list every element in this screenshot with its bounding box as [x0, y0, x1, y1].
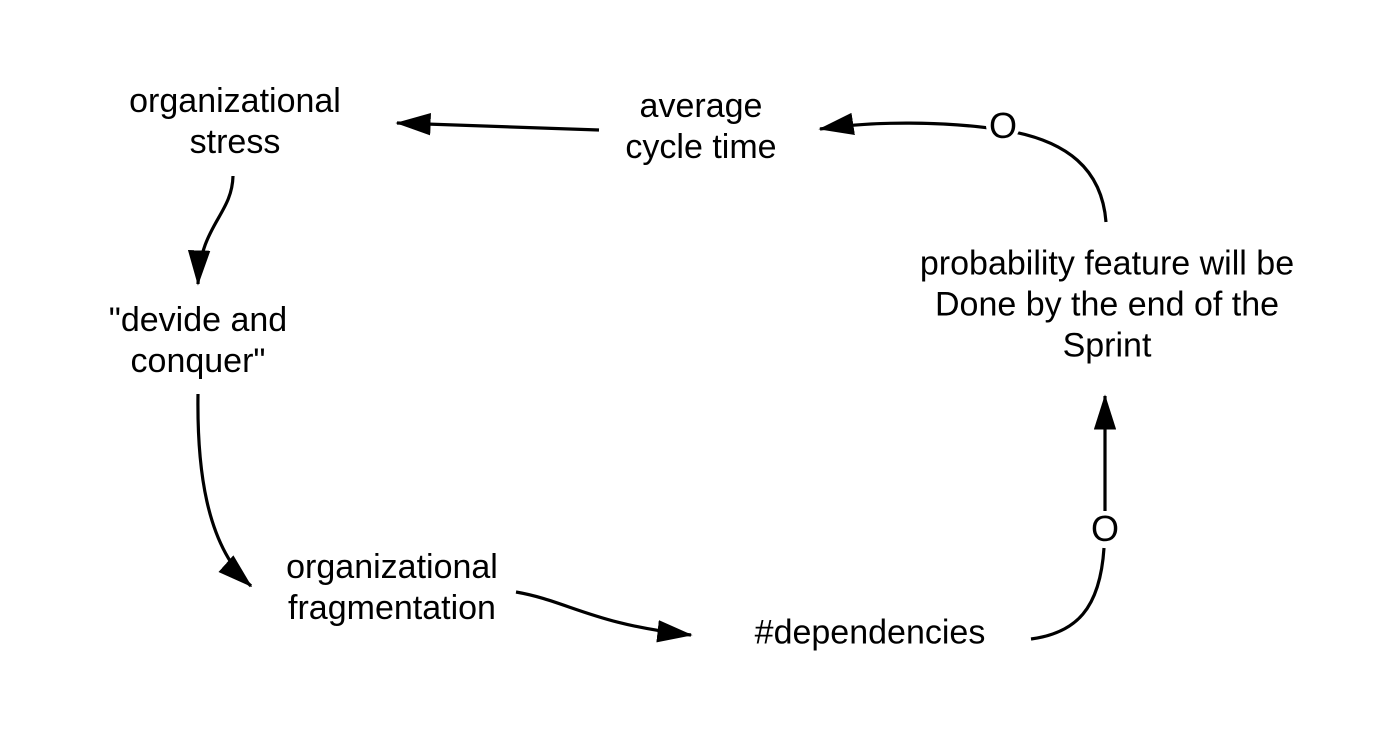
bottom-o-mask: [1088, 511, 1122, 545]
node-label-line: fragmentation: [288, 589, 496, 627]
top-o-mask: [986, 108, 1020, 142]
node-organizational-fragmentation: organizational fragmentation: [286, 547, 498, 629]
arrow-probability-done-to-average-cycle-time: [818, 112, 1108, 223]
node-organizational-stress: organizational stress: [129, 81, 341, 163]
node-label-line: organizational: [286, 548, 498, 586]
arrow-divide-and-conquer-to-organizational-fragmentation: [196, 393, 253, 588]
node-average-cycle-time: average cycle time: [625, 86, 776, 168]
node-divide-and-conquer: "devide and conquer": [109, 300, 287, 382]
link-dependencies-to-bottom-o-curve: [1030, 547, 1106, 641]
node-label-line: organizational: [129, 82, 341, 120]
node-probability-done: probability feature will be Done by the …: [920, 244, 1294, 367]
arrow-average-cycle-time-to-organizational-stress: [395, 112, 600, 136]
node-label-line: cycle time: [625, 128, 777, 166]
node-label-line: conquer": [130, 342, 266, 380]
arrow-organizational-stress-to-divide-and-conquer: [187, 175, 235, 286]
node-label-line: Sprint: [1062, 326, 1152, 365]
node-label-line: probability feature will be: [919, 244, 1295, 283]
node-label-line: average: [639, 87, 763, 125]
node-label-line: Done by the end of the: [934, 285, 1280, 324]
polarity-marker-top-o: O: [989, 105, 1017, 146]
arrow-organizational-fragmentation-to-dependencies: [515, 590, 693, 643]
node-dependencies: #dependencies: [755, 613, 986, 654]
polarity-marker-bottom-o: O: [1091, 508, 1119, 549]
node-label-line: #dependencies: [754, 613, 986, 652]
node-label-line: "devide and: [108, 301, 288, 339]
node-label-line: stress: [189, 123, 281, 161]
